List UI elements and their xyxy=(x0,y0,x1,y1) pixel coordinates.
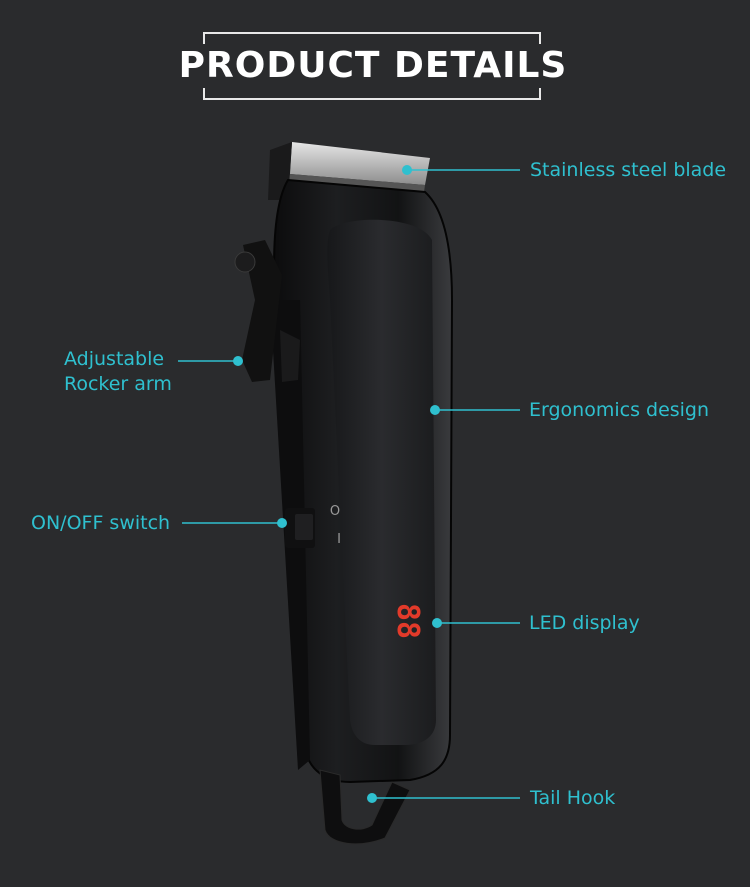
label-rocker-line2: Rocker arm xyxy=(64,373,172,395)
label-tail-hook: Tail Hook xyxy=(530,787,616,809)
page-title: PRODUCT DETAILS xyxy=(178,45,568,86)
front-panel xyxy=(327,219,436,745)
power-switch xyxy=(285,508,315,548)
led-display: 88 xyxy=(390,603,425,639)
label-switch: ON/OFF switch xyxy=(31,512,171,534)
rocker-arm xyxy=(234,240,300,382)
label-led: LED display xyxy=(529,612,640,634)
tail-hook xyxy=(319,769,411,845)
label-ergonomics: Ergonomics design xyxy=(529,399,710,421)
label-blade: Stainless steel blade xyxy=(530,159,727,181)
blade xyxy=(268,142,430,200)
label-rocker-line1: Adjustable xyxy=(64,348,165,370)
switch-on-mark: I xyxy=(337,532,341,547)
switch-off-mark: O xyxy=(330,504,340,519)
